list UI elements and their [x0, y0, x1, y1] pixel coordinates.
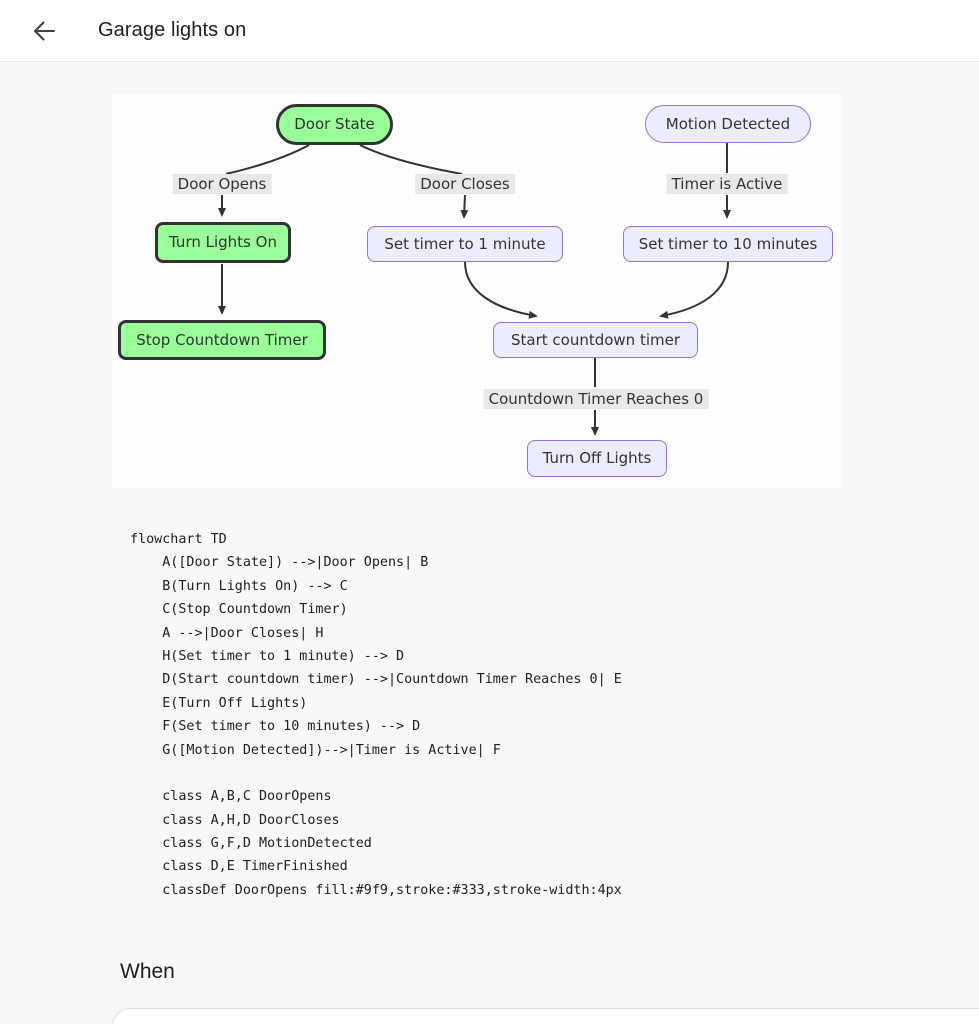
code-line: class A,H,D DoorCloses	[130, 812, 340, 828]
node-set-timer-1-minute: Set timer to 1 minute	[367, 226, 563, 262]
node-turn-off-lights: Turn Off Lights	[527, 440, 667, 477]
when-section-heading: When	[120, 960, 175, 983]
node-stop-countdown-timer: Stop Countdown Timer	[118, 320, 326, 360]
code-line: A([Door State]) -->|Door Opens| B	[130, 555, 429, 571]
flowchart-edges	[218, 143, 731, 436]
flowchart-diagram: Door State Motion Detected Turn Lights O…	[112, 94, 842, 488]
edge-label-countdown-reaches-zero: Countdown Timer Reaches 0	[483, 389, 709, 409]
code-line: E(Turn Off Lights)	[130, 695, 308, 711]
node-turn-lights-on: Turn Lights On	[155, 222, 291, 263]
node-set-timer-10-minutes: Set timer to 10 minutes	[623, 226, 833, 262]
node-motion-detected: Motion Detected	[645, 105, 811, 143]
back-button[interactable]	[22, 9, 66, 53]
code-line	[130, 762, 622, 785]
code-line: A -->|Door Closes| H	[130, 625, 324, 641]
mermaid-source-code: flowchart TD A([Door State]) -->|Door Op…	[130, 528, 622, 902]
node-door-state: Door State	[276, 104, 393, 145]
node-start-countdown-timer: Start countdown timer	[493, 322, 698, 358]
code-line: class G,F,D MotionDetected	[130, 836, 372, 852]
code-line: D(Start countdown timer) -->|Countdown T…	[130, 672, 622, 688]
when-condition-card[interactable]	[112, 1008, 979, 1024]
code-line: classDef DoorOpens fill:#9f9,stroke:#333…	[130, 882, 622, 898]
edge-label-door-opens: Door Opens	[172, 174, 272, 194]
edge-label-door-closes: Door Closes	[415, 174, 515, 194]
back-arrow-icon	[34, 21, 55, 40]
edge-label-timer-is-active: Timer is Active	[666, 174, 788, 194]
code-line: class D,E TimerFinished	[130, 859, 348, 875]
code-line: class A,B,C DoorOpens	[130, 789, 332, 805]
code-line: F(Set timer to 10 minutes) --> D	[130, 719, 421, 735]
page-title: Garage lights on	[98, 19, 247, 41]
code-line: G([Motion Detected])-->|Timer is Active|…	[130, 742, 501, 758]
code-line: H(Set timer to 1 minute) --> D	[130, 648, 405, 664]
app-header: Garage lights on	[0, 0, 979, 62]
code-line: B(Turn Lights On) --> C	[130, 578, 348, 594]
code-line: C(Stop Countdown Timer)	[130, 602, 348, 618]
code-line: flowchart TD	[130, 532, 227, 547]
